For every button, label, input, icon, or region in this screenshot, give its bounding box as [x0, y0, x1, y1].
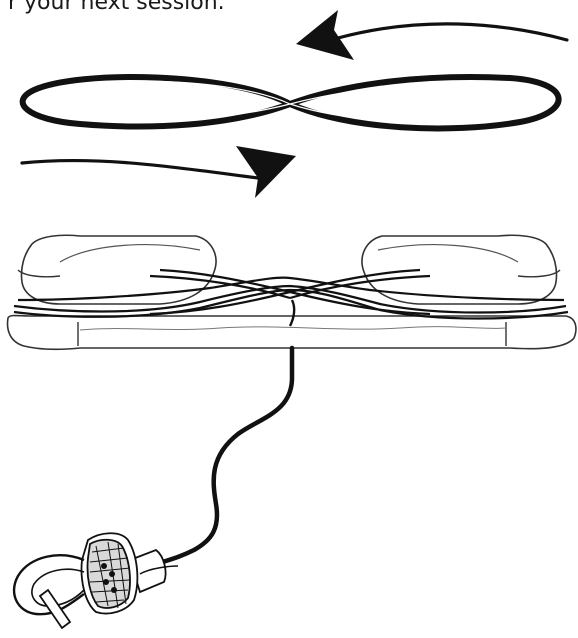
curved-arrow-right-icon: [20, 146, 296, 198]
instruction-caption: r your next session.: [8, 0, 225, 15]
quick-release-icon: [12, 532, 179, 630]
figure-eight-loop-icon: [19, 74, 562, 132]
control-bar: [6, 234, 577, 351]
curved-arrow-left-icon: [296, 10, 569, 60]
center-line: [147, 345, 295, 569]
